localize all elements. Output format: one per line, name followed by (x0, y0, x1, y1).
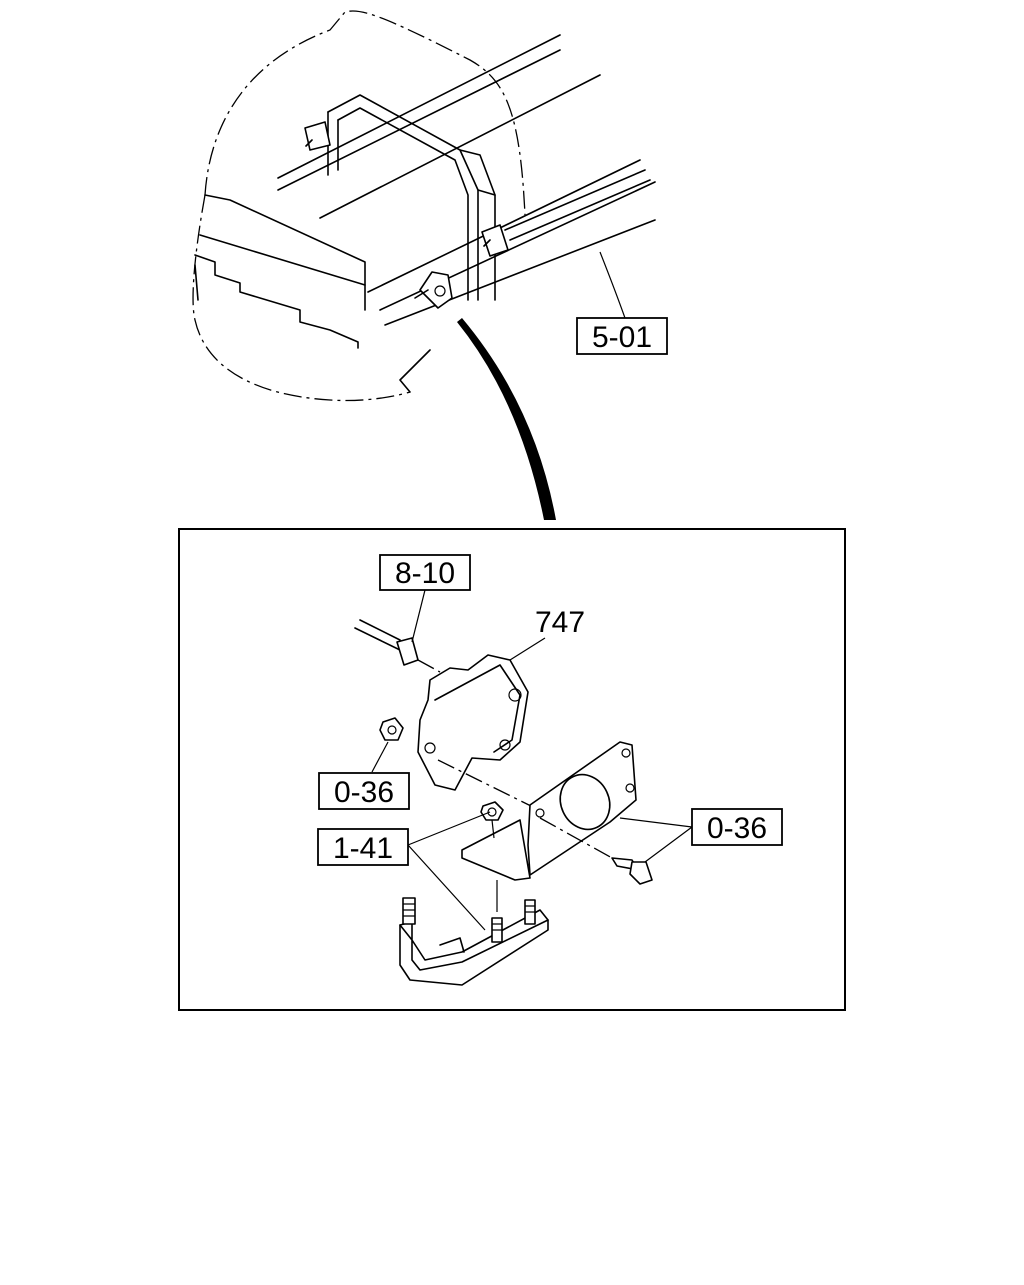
callout-0-36-right[interactable]: 0-36 (691, 808, 783, 846)
harness-connector (354, 619, 441, 673)
callout-0-36-left[interactable]: 0-36 (318, 772, 410, 810)
detail-frame (178, 528, 846, 1011)
callout-8-10-label: 8-10 (395, 557, 455, 590)
cab-overview-illustration (192, 10, 656, 402)
leader-747 (509, 637, 546, 661)
leader-8-10 (411, 589, 426, 643)
bolt-right (539, 817, 653, 885)
detail-arrow (457, 318, 556, 520)
lower-bracket (399, 880, 549, 986)
leader-0-36-right (619, 817, 693, 863)
callout-5-01[interactable]: 5-01 (576, 317, 668, 355)
callout-1-41-label: 1-41 (333, 832, 393, 865)
nut-bracket (480, 801, 504, 839)
leader-1-41 (407, 811, 491, 931)
callout-0-36-right-label: 0-36 (707, 812, 767, 845)
mounting-bracket (461, 741, 637, 881)
nut-left (379, 717, 404, 741)
leader-0-36-left (371, 741, 389, 773)
alignment-line (437, 759, 536, 809)
callout-8-10[interactable]: 8-10 (379, 554, 471, 591)
control-unit-747 (417, 654, 529, 791)
part-number-747[interactable]: 747 (535, 606, 585, 639)
callout-1-41[interactable]: 1-41 (317, 828, 409, 866)
callout-5-01-label: 5-01 (592, 321, 652, 354)
callout-0-36-left-label: 0-36 (334, 776, 394, 809)
